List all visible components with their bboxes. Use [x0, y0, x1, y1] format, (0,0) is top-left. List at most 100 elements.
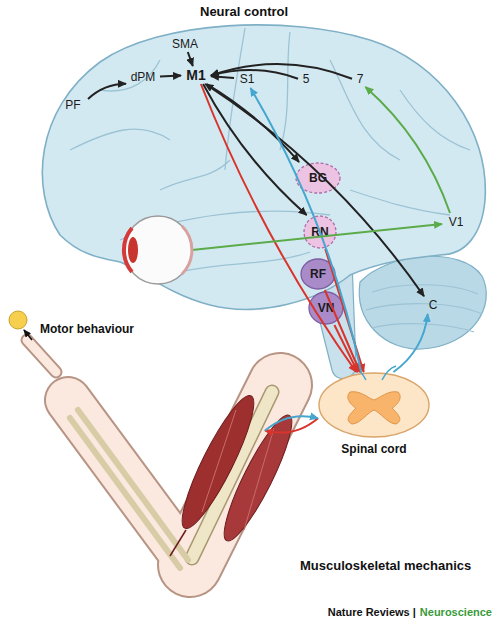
forearm-outline [68, 400, 190, 565]
sulcus [280, 32, 290, 150]
area-label: 7 [352, 71, 368, 87]
pathway-arrow [207, 84, 299, 162]
pathway-arrow [394, 314, 428, 372]
sulcus [180, 252, 310, 272]
pathway-arrow [211, 70, 298, 79]
muscle-striation [202, 410, 236, 512]
arm: Musculoskeletal mechanics [15, 330, 265, 590]
arm-outline [15, 330, 265, 590]
sulcus [350, 190, 450, 215]
area-label: SMA [166, 36, 204, 52]
journal-section: Neuroscience [420, 606, 492, 618]
pathway-arrow [251, 88, 362, 372]
area-label-text: S1 [234, 70, 260, 88]
area-label-text: M1 [181, 66, 211, 84]
white-matter [319, 373, 429, 437]
area-label: V1 [442, 213, 470, 231]
nucleus-shape [304, 216, 336, 248]
pathway-arrow [265, 416, 318, 430]
footer: Nature Reviews | Neuroscience [328, 606, 492, 618]
muscle-striation [244, 428, 274, 530]
ulna [70, 418, 180, 568]
target-ball [9, 311, 27, 329]
pathway-arrow [365, 87, 450, 213]
pathway-arrow [325, 290, 360, 372]
cerebellum-fold [366, 304, 482, 314]
spinal-cord-heading: Spinal cord [318, 442, 430, 456]
grey-matter [348, 392, 400, 424]
pathway-arrow [201, 84, 356, 372]
brainstem-nucleus: RF [300, 258, 336, 290]
nucleus-shape [296, 163, 340, 193]
pathway-arrow [160, 75, 181, 78]
dorsal-root [352, 366, 366, 380]
area-label: 5 [298, 71, 314, 87]
area-label: dPM [126, 69, 160, 85]
spinal-cord: Spinal cord [318, 372, 430, 438]
pathway-arrow [205, 84, 424, 296]
caption-label: Motor behaviour [40, 322, 134, 336]
brainstem-nucleus-shape [309, 292, 343, 324]
brainstem-nucleus-text: VN [308, 291, 344, 325]
sulcus [225, 28, 245, 170]
dorsal-root [382, 366, 396, 380]
area-label: M1 [181, 66, 211, 84]
brain-region-outline [30, 22, 485, 372]
spinal-cord-outline [318, 372, 430, 438]
nucleus: BG [295, 162, 341, 194]
pathway-arrow [211, 64, 352, 79]
brain-region-heading: Neural control [200, 4, 288, 19]
area-label: C [424, 296, 442, 314]
area-label-text: C [424, 296, 442, 314]
area-label-text: 5 [298, 71, 314, 87]
pathway-arrow [211, 76, 234, 78]
sulcus [100, 60, 160, 91]
area-label: PF [58, 96, 88, 114]
area-label-text: SMA [166, 36, 204, 52]
journal-name: Nature Reviews | [328, 606, 416, 618]
pathway-arrow [188, 52, 193, 66]
tendon [170, 530, 186, 556]
sulcus [70, 129, 170, 150]
radius [78, 410, 188, 560]
area-label: S1 [234, 70, 260, 88]
area-label-text: PF [58, 96, 88, 114]
cerebellum [359, 256, 486, 349]
cornea [124, 228, 132, 272]
arm-heading: Musculoskeletal mechanics [300, 558, 471, 573]
forearm [68, 400, 190, 565]
brainstem-nucleus-shape [301, 259, 335, 289]
nucleus-text: RN [303, 215, 337, 249]
nucleus-text: BG [295, 162, 341, 194]
sulcus [160, 160, 230, 190]
movement-arrow [24, 330, 32, 340]
pathway-arrow [203, 84, 307, 215]
eyeball [124, 216, 192, 284]
pathway-arrow [265, 418, 318, 432]
sulcus [120, 211, 330, 240]
finger [27, 340, 56, 372]
visual-pathway [192, 224, 442, 250]
area-label-text: dPM [126, 69, 160, 85]
pathway-arrow [334, 325, 357, 372]
cerebrum [42, 25, 485, 309]
lens [128, 237, 138, 263]
retina [182, 226, 192, 274]
brain-region: Neural controlPFSMAdPMM1S157V1BGRNRFVNC [30, 22, 485, 372]
cerebellum-fold [372, 324, 474, 332]
sulcus [400, 90, 470, 150]
cerebellum-fold [372, 285, 478, 294]
finger-outline [27, 340, 56, 372]
brainstem-nucleus-text: RF [300, 258, 336, 290]
nucleus: RN [303, 215, 337, 249]
sulcus [330, 60, 400, 160]
triceps [214, 409, 302, 547]
brainstem-nucleus: VN [308, 291, 344, 325]
pathway-arrow [325, 249, 363, 372]
pathway-arrow [88, 84, 126, 99]
area-label-text: 7 [352, 71, 368, 87]
area-label-text: V1 [442, 213, 470, 231]
